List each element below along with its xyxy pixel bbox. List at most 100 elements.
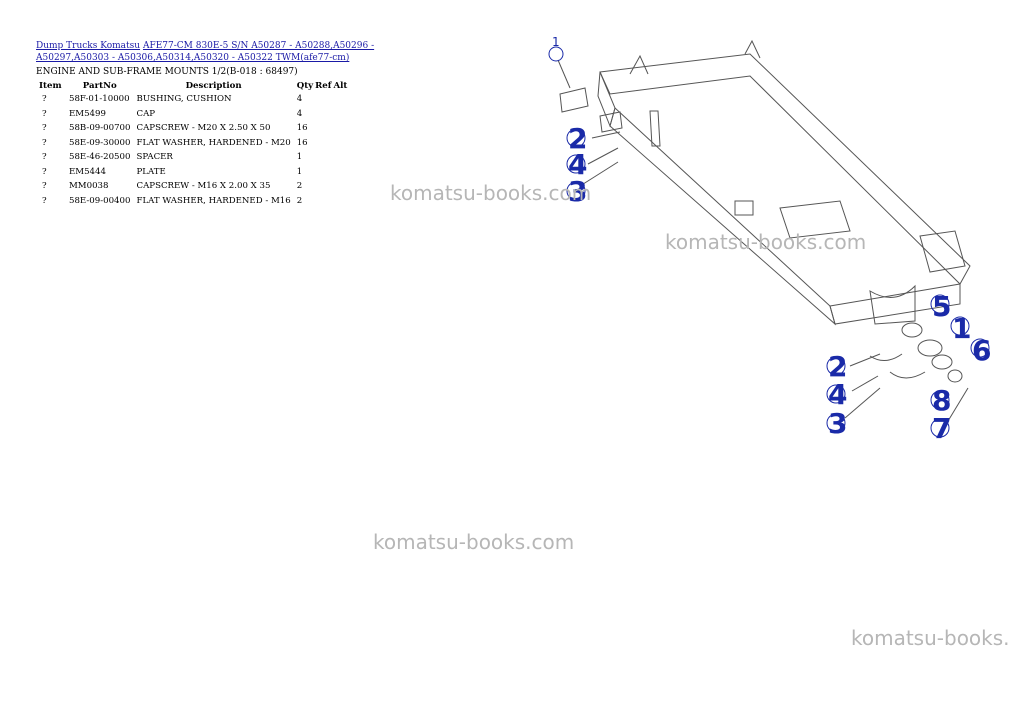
parts-diagram: 1 2 4 3 5 1 6 2 4 3 8 7 (548, 36, 991, 445)
table-row: ? 58F-01-10000 BUSHING, CUSHION 4 (36, 92, 348, 107)
frame-end-bracket (919, 230, 966, 273)
cell-qty: 2 (296, 181, 303, 192)
table-row: ? 58B-09-00700 CAPSCREW - M20 X 2.50 X 50 1… (36, 121, 348, 136)
parts-table: Item PartNo Description Qty Ref Alt ? 58F… (36, 79, 348, 208)
cell-qty: 16 (296, 123, 308, 134)
callout-3-lower: 3 (828, 407, 847, 440)
bushing-part-lower (917, 339, 943, 357)
cell-description: PLATE (136, 166, 166, 177)
watermark: komatsu-books.com (390, 181, 592, 205)
subframe-mount-saddle (869, 284, 916, 325)
cell-description: BUSHING, CUSHION (136, 94, 232, 105)
callout-5-lower: 5 (932, 290, 951, 323)
table-row: ? 58E-09-30000 FLAT WASHER, HARDENED - M20… (36, 136, 348, 151)
frame-rail-bottom (609, 107, 836, 326)
header-description: Description (185, 80, 242, 91)
frame-crossmember-rear (829, 283, 961, 325)
cell-description: CAPSCREW - M20 X 2.50 X 50 (136, 123, 271, 134)
page-title: ENGINE AND SUB-FRAME MOUNTS 1/2(B-018 : … (36, 67, 298, 77)
bushing-part-lower-2 (931, 354, 953, 370)
cell-item: ? (42, 166, 47, 177)
callout-6-lower: 6 (972, 334, 991, 367)
cell-qty: 4 (296, 108, 303, 119)
cell-item: ? (42, 181, 47, 192)
watermark: komatsu-books.com (665, 230, 867, 254)
callout-3-upper: 3 (568, 175, 587, 208)
header-item: Item (39, 80, 62, 91)
frame-upright-right (744, 39, 761, 59)
watermark: komatsu-books.com (373, 530, 575, 554)
table-row: ? MM0038 CAPSCREW - M16 X 2.00 X 35 2 (36, 179, 348, 194)
cell-description: CAPSCREW - M16 X 2.00 X 35 (136, 181, 271, 192)
callout-ring (826, 384, 846, 404)
cell-item: ? (42, 152, 47, 163)
cell-description: FLAT WASHER, HARDENED - M16 (136, 195, 291, 206)
leader-line (587, 147, 619, 165)
table-row: ? 58E-09-00400 FLAT WASHER, HARDENED - M16… (36, 194, 348, 209)
cell-partno: EM5499 (69, 108, 106, 119)
cell-qty: 2 (296, 195, 303, 206)
table-row: ? EM5444 PLATE 1 (36, 165, 348, 180)
callout-ring (826, 413, 846, 433)
cell-item: ? (42, 94, 47, 105)
cell-item: ? (42, 137, 47, 148)
callout-ring (950, 316, 970, 336)
frame-access-hole (734, 200, 754, 216)
header-qty: Qty (296, 80, 314, 91)
cell-partno: EM5444 (69, 166, 106, 177)
callout-8-lower: 8 (932, 384, 951, 417)
callout-ring (548, 46, 564, 62)
callout-ring (826, 356, 846, 376)
cell-description: SPACER (136, 152, 173, 163)
callout-ring (970, 338, 990, 358)
cap-part-lower (869, 353, 926, 379)
header-alt: Alt (333, 80, 348, 91)
frame-upright-left (629, 54, 649, 75)
callout-1-lower: 1 (952, 312, 971, 345)
cell-item: ? (42, 108, 47, 119)
frame-side-plate (649, 110, 661, 147)
table-header-row: Item PartNo Description Qty Ref Alt (36, 79, 348, 92)
cell-partno: MM0038 (69, 181, 109, 192)
cell-partno: 58B-09-00700 (69, 123, 131, 134)
leader-line (944, 387, 969, 427)
callout-ring (566, 154, 586, 174)
cell-qty: 1 (296, 152, 303, 163)
watermark: komatsu-books. (851, 626, 1010, 650)
cell-description: FLAT WASHER, HARDENED - M20 (136, 137, 291, 148)
breadcrumb: Dump Trucks Komatsu AFE77-CM 830E-5 S/N … (36, 40, 446, 64)
frame-mid-bracket (779, 200, 851, 239)
callout-1-upper: 1 (552, 36, 560, 49)
cell-qty: 16 (296, 137, 308, 148)
callout-7-lower: 7 (932, 412, 951, 445)
leader-line (579, 161, 619, 187)
header-ref: Ref (315, 80, 332, 91)
plate-part (947, 369, 963, 383)
callout-ring (930, 418, 950, 438)
breadcrumb-link-model[interactable]: AFE77-CM 830E-5 S/N A50287 - A50288,A502… (36, 41, 375, 63)
callout-ring (930, 294, 950, 314)
leader-line (557, 59, 571, 89)
cell-item: ? (42, 123, 47, 134)
cell-qty: 1 (296, 166, 303, 177)
breadcrumb-link-dump-trucks[interactable]: Dump Trucks Komatsu (36, 41, 141, 51)
cell-partno: 58E-09-30000 (69, 137, 131, 148)
callout-4-upper: 4 (568, 148, 587, 181)
frame-crossmember-front (597, 71, 616, 128)
callout-ring (566, 128, 586, 148)
leader-line (844, 387, 881, 419)
cell-item: ? (42, 195, 47, 206)
spacer-part (901, 322, 923, 338)
leader-line (849, 353, 881, 367)
callout-ring (930, 390, 950, 410)
header-partno: PartNo (82, 80, 117, 91)
cell-qty: 4 (296, 94, 303, 105)
cell-partno: 58F-01-10000 (69, 94, 130, 105)
bushing-part-upper (559, 87, 589, 113)
callout-4-lower: 4 (828, 378, 847, 411)
cell-partno: 58E-09-00400 (69, 195, 131, 206)
callout-ring (566, 181, 586, 201)
cap-part-upper (599, 111, 623, 133)
